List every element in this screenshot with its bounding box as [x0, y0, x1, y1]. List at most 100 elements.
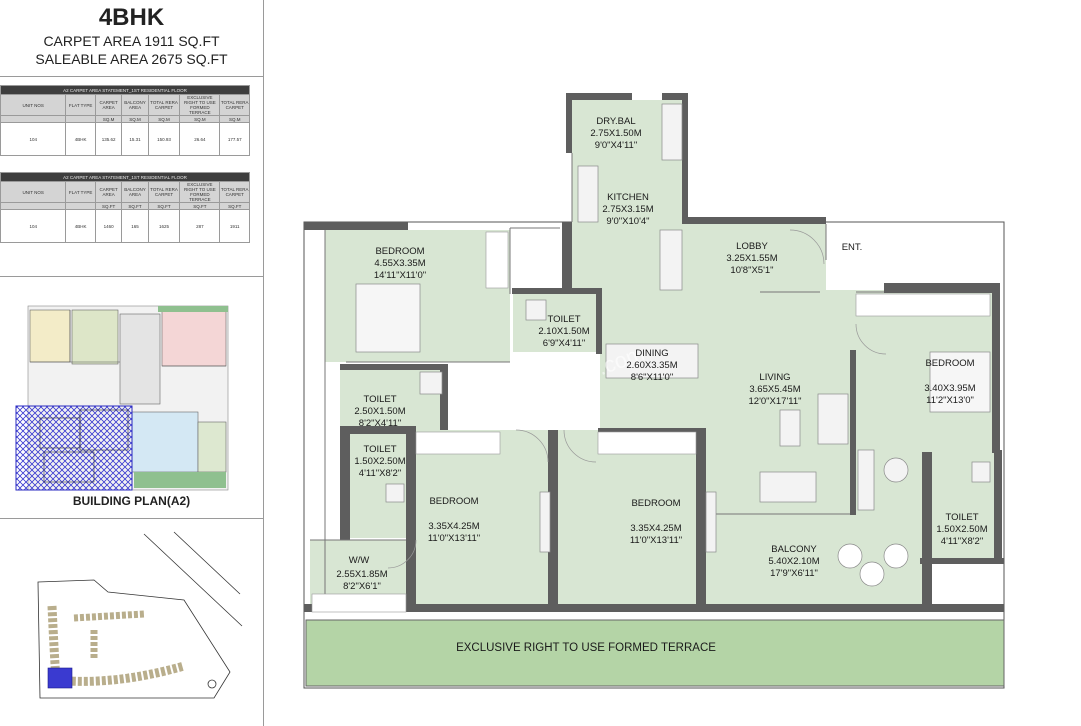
table-unit: SQ.M	[94, 115, 123, 123]
side-unit	[857, 449, 875, 511]
wall	[596, 288, 602, 354]
table-unit	[0, 202, 67, 210]
room-size-imperial: 9'0"X10'4"	[606, 216, 649, 227]
room-name: BEDROOM	[925, 358, 974, 369]
table-cell: 1460	[94, 209, 123, 243]
bed	[929, 351, 991, 413]
chair	[883, 457, 909, 483]
room-size-imperial: 8'6"X11'0"	[631, 372, 673, 383]
room-size-metric: 3.35X4.25M	[630, 523, 681, 534]
wall	[304, 604, 1004, 612]
area-table-sqm: A2 CARPET AREA STATEMENT_1ST RESIDENTIAL…	[0, 85, 250, 156]
room-name: DRY.BAL	[596, 116, 635, 127]
wall	[548, 430, 558, 608]
table-header: EXCLUSIVE RIGHT TO USE FORMED TERRACE	[179, 181, 221, 203]
wall	[696, 428, 706, 608]
room-size-imperial: 4'11"X8'2"	[359, 468, 401, 479]
wall	[340, 364, 446, 370]
room-size-metric: 4.55X3.35M	[374, 258, 425, 269]
carpet-area-text: CARPET AREA 1911 SQ.FT	[43, 33, 220, 49]
room-size-imperial: 8'2"X4'11"	[359, 418, 401, 429]
table-unit: SQ.FT	[147, 202, 181, 210]
wall	[512, 288, 602, 294]
table-cell: 26.64	[179, 122, 221, 156]
dining-table	[605, 343, 699, 379]
room-size-imperial: 6'9"X4'11"	[543, 338, 585, 349]
washbasin	[525, 299, 547, 321]
table-header: TOTAL RERA CARPET	[219, 94, 250, 116]
terrace-label: EXCLUSIVE RIGHT TO USE FORMED TERRACE	[456, 642, 716, 654]
table-cell: 150.93	[147, 122, 181, 156]
table-header: EXCLUSIVE RIGHT TO USE FORMED TERRACE	[179, 94, 221, 116]
partitions	[310, 153, 884, 604]
wall	[922, 452, 932, 612]
chair	[859, 561, 885, 587]
table-unit: SQ.M	[121, 115, 149, 123]
chair	[883, 543, 909, 569]
table-unit: SQ.FT	[121, 202, 149, 210]
table-header: TOTAL RERA CARPET	[147, 94, 181, 116]
room-size-metric: 2.60X3.35M	[626, 360, 677, 371]
chair	[837, 543, 863, 569]
washbasin	[419, 371, 443, 395]
room-size-metric: 1.50X2.50M	[354, 456, 405, 467]
room-size-imperial: 11'0"X13'11"	[428, 533, 480, 544]
wall	[562, 222, 572, 292]
table-header: CARPET AREA	[94, 181, 123, 203]
washbasin	[971, 461, 991, 483]
table-cell: 104	[0, 209, 67, 243]
table-unit: SQ.FT	[219, 202, 250, 210]
table-header: UNIT NOS	[0, 94, 67, 116]
wall	[598, 428, 706, 434]
bed	[355, 283, 421, 353]
wall	[884, 283, 998, 293]
lobby-floor	[686, 224, 826, 292]
room-size-imperial: 4'11"X8'2"	[941, 536, 983, 547]
wall	[340, 430, 350, 540]
table-cell: 135.62	[94, 122, 123, 156]
wall	[304, 222, 408, 230]
room-size-imperial: 12'0"X17'11"	[749, 396, 802, 407]
table-unit	[65, 202, 96, 210]
room-size-imperial: 9'0"X4'11"	[595, 140, 637, 151]
table-cell: 1625	[147, 209, 181, 243]
counter	[659, 229, 683, 291]
table-header: FLAT TYPE	[65, 94, 96, 116]
wall	[304, 222, 312, 230]
window-strips	[311, 231, 991, 613]
counter	[661, 103, 683, 161]
wall	[340, 426, 416, 434]
saleable-area-text: SALEABLE AREA 2675 SQ.FT	[35, 51, 228, 67]
divider	[0, 276, 263, 277]
building-plan-label: BUILDING PLAN(A2)	[72, 494, 191, 508]
table-header: BALCONY AREA	[121, 94, 149, 116]
table-cell: 4BHK	[65, 122, 96, 156]
wardrobe	[705, 491, 717, 553]
table-cell: 177.57	[219, 122, 250, 156]
unit-header: 4BHK CARPET AREA 1911 SQ.FT SALEABLE ARE…	[0, 0, 263, 77]
table-header: TOTAL RERA CARPET	[219, 181, 250, 203]
info-panel: 4BHK CARPET AREA 1911 SQ.FT SALEABLE ARE…	[0, 0, 264, 726]
room-name: TOILET	[945, 512, 978, 523]
room-name: DINING	[635, 348, 668, 359]
room-size-metric: 3.25X1.55M	[726, 253, 777, 264]
table-unit: SQ.M	[179, 115, 221, 123]
flat-type-title: 4BHK	[98, 4, 165, 31]
room-size-metric: 5.40X2.10M	[768, 556, 819, 567]
room-name: LOBBY	[736, 241, 768, 252]
wall	[440, 364, 448, 430]
table-unit	[0, 115, 67, 123]
wall	[566, 93, 572, 153]
site-key-plan	[37, 531, 243, 699]
room-size-metric: 2.75X3.15M	[602, 204, 653, 215]
table-cell: 1911	[219, 209, 250, 243]
table-cell: 4BHK	[65, 209, 96, 243]
bedroom-3-floor	[416, 430, 550, 608]
room-name: LIVING	[759, 372, 790, 383]
table-header: BALCONY AREA	[121, 181, 149, 203]
table-unit: SQ.M	[147, 115, 181, 123]
room-size-imperial: 11'2"X13'0"	[926, 395, 974, 406]
room-size-metric: 3.35X4.25M	[428, 521, 479, 532]
table-header: CARPET AREA	[94, 94, 123, 116]
coffee-table	[779, 409, 801, 447]
